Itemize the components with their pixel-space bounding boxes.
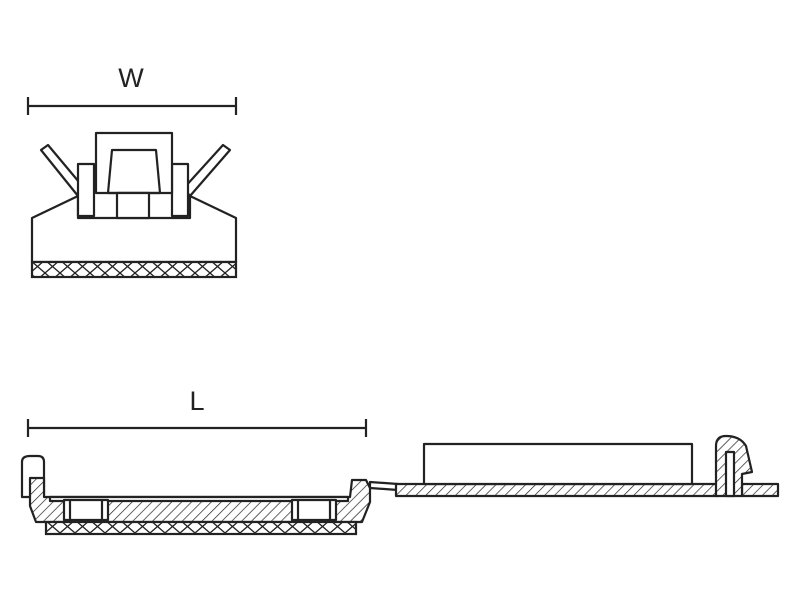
right-strap xyxy=(182,143,232,198)
left-latch xyxy=(76,162,96,218)
strap-end xyxy=(740,482,780,498)
strap-block xyxy=(422,442,694,486)
mount-base xyxy=(30,194,238,264)
width-label: W xyxy=(118,63,144,93)
side-view: L xyxy=(20,386,780,536)
hinge xyxy=(368,480,400,492)
length-dimension: L xyxy=(26,386,368,437)
length-label: L xyxy=(189,386,204,416)
right-latch xyxy=(170,162,190,218)
adhesive-pad xyxy=(30,260,238,279)
width-dimension: W xyxy=(26,63,238,115)
strap-body xyxy=(394,482,720,498)
end-view: W xyxy=(26,63,238,279)
pocket-right xyxy=(290,498,338,522)
tie-head xyxy=(94,131,174,195)
side-adhesive-pad xyxy=(44,520,358,536)
pocket-left xyxy=(62,498,110,522)
